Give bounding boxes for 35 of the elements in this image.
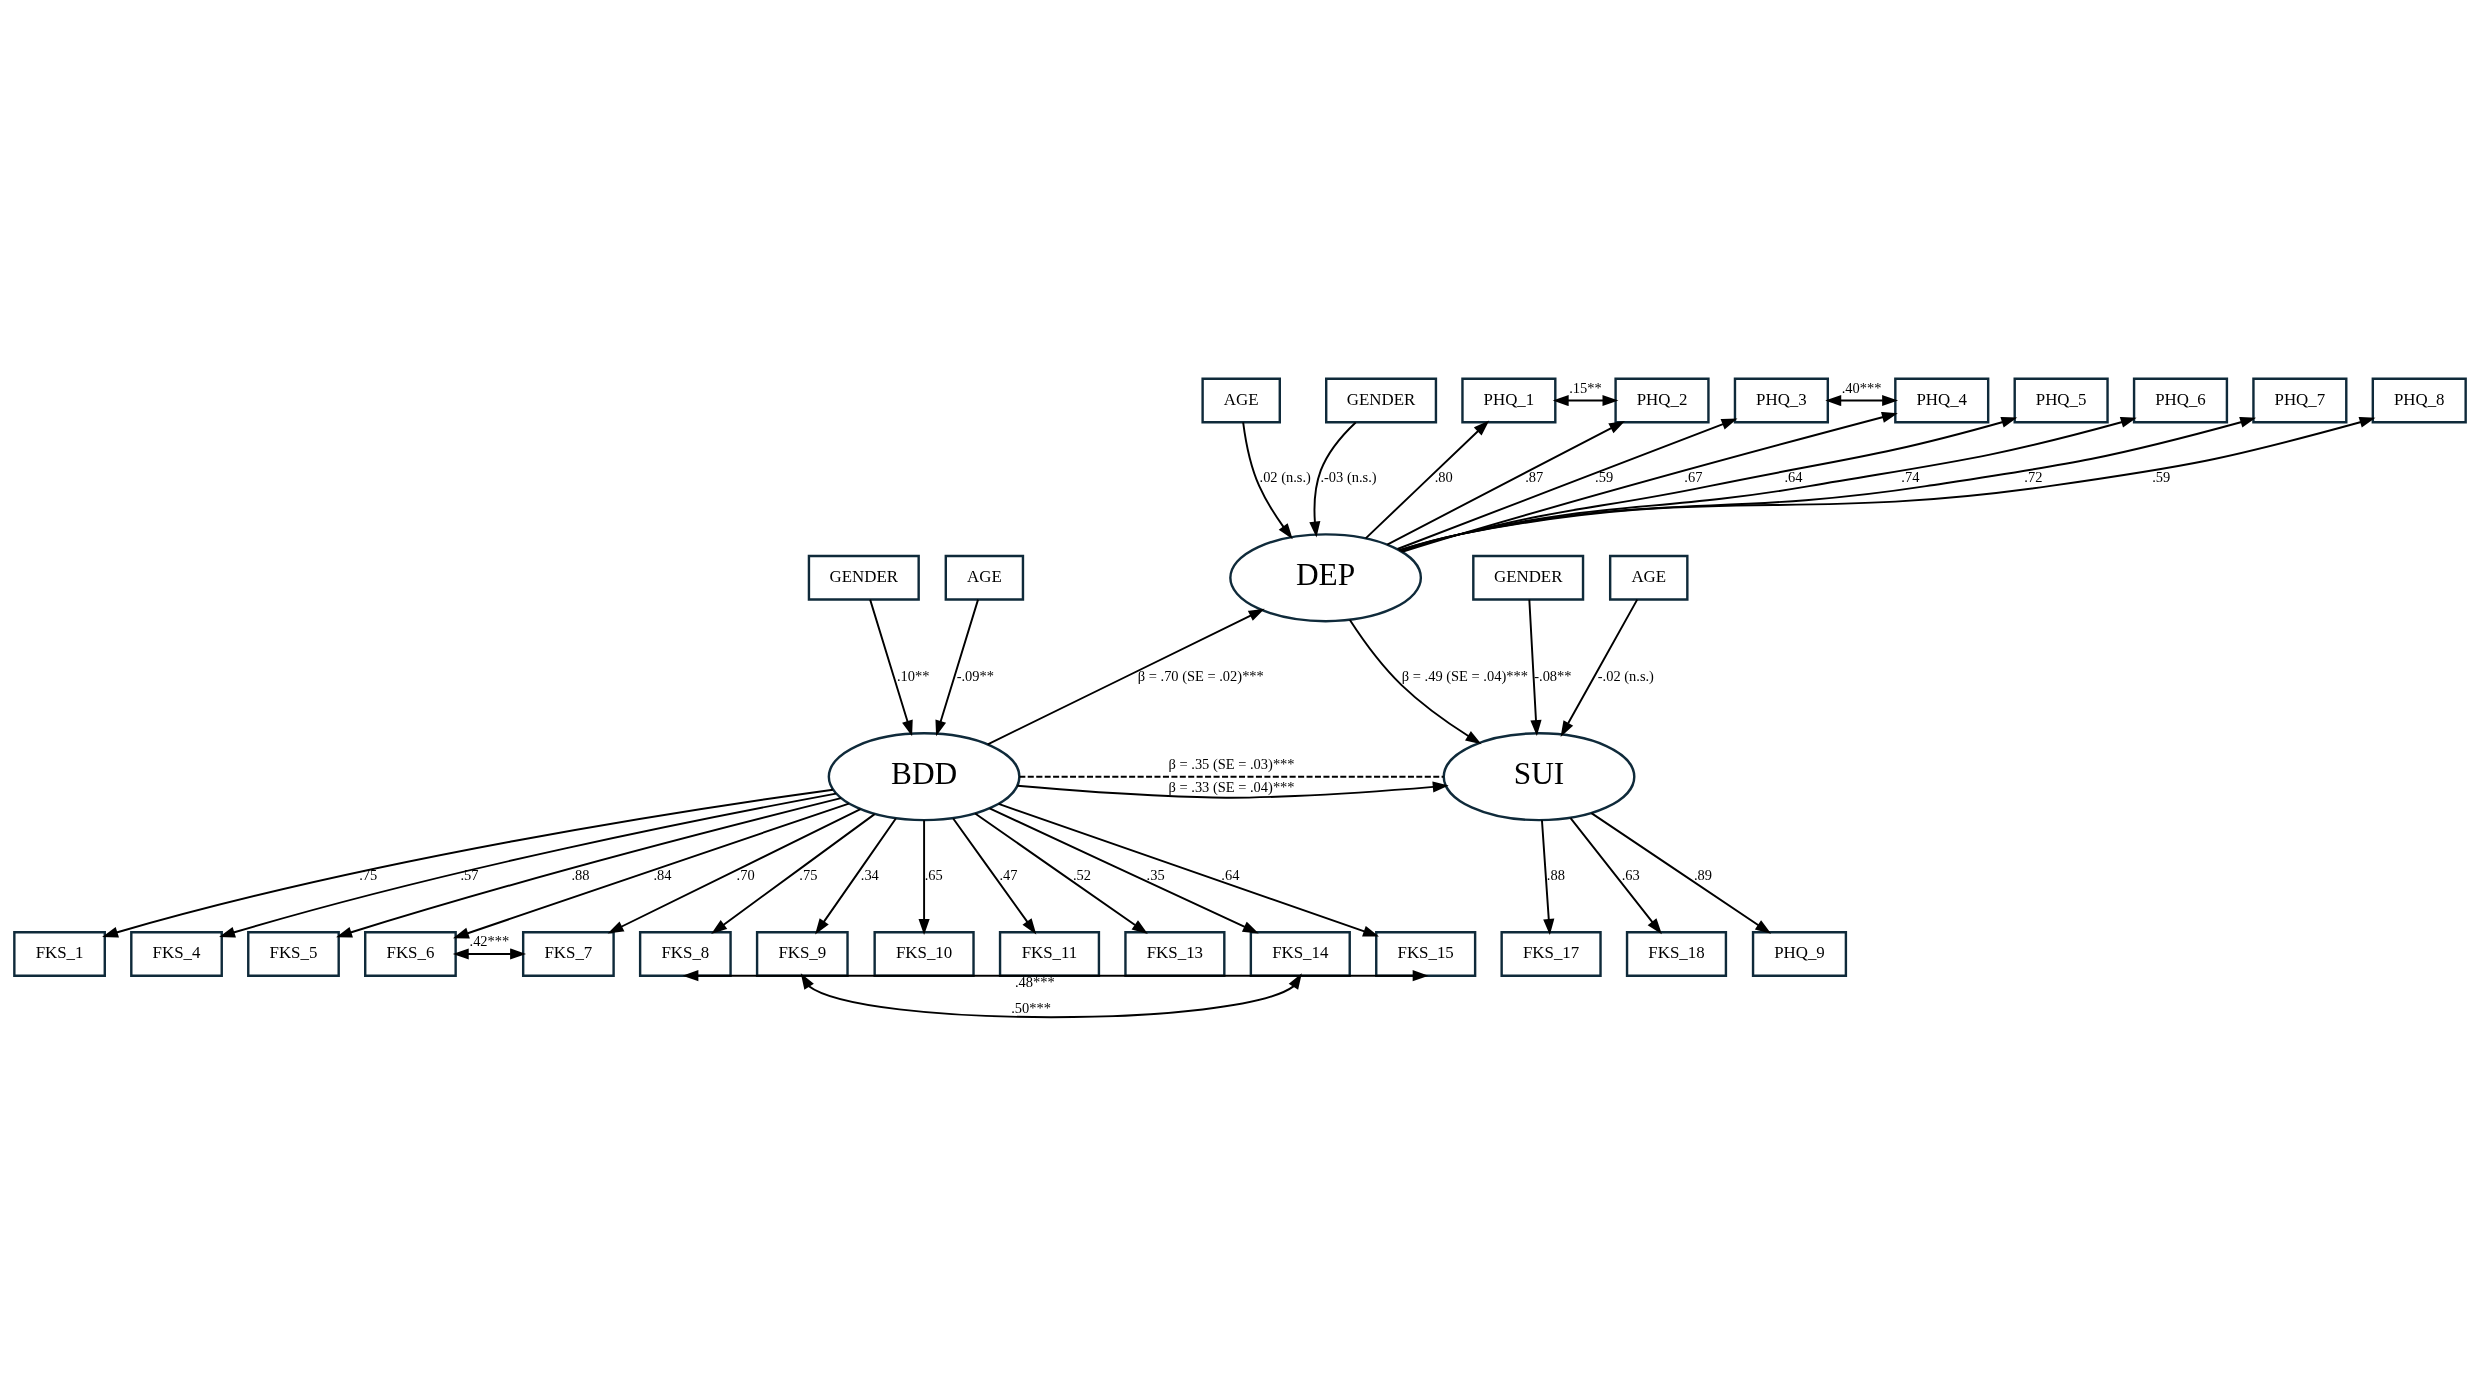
edge-label: β = .35 (SE = .03)***	[1168, 755, 1295, 772]
edge-label: -.08**	[1534, 667, 1572, 684]
edge-label: .50***	[1011, 999, 1051, 1016]
edge-label: β = .33 (SE = .04)***	[1168, 778, 1295, 795]
edge-label: .67	[1684, 468, 1703, 485]
edge-label: β = .70 (SE = .02)***	[1137, 667, 1264, 684]
edge-label: .59	[2152, 468, 2171, 485]
edge-label: .47	[999, 866, 1018, 883]
edge-label: -.02 (n.s.)	[1597, 667, 1654, 684]
edge-label: .88	[571, 866, 590, 883]
edge-label: .34	[860, 866, 879, 883]
edge-label: .10**	[896, 667, 930, 684]
edge-label: .-03 (n.s.)	[1320, 468, 1377, 485]
edge-label: -.09**	[956, 667, 995, 684]
edge-label: .59	[1595, 468, 1614, 485]
edge-label: .75	[799, 866, 818, 883]
edge-label: .84	[653, 866, 672, 883]
edge-label: .15**	[1569, 379, 1602, 396]
edge-label: β = .49 (SE = .04)***	[1401, 667, 1528, 684]
edge-label: .65	[924, 866, 943, 883]
edge-label: .63	[1621, 866, 1640, 883]
edge-label: .40***	[1841, 379, 1882, 396]
edge-label: .88	[1546, 866, 1565, 883]
edge-label: .89	[1693, 866, 1713, 883]
edge-label: .64	[1221, 866, 1240, 883]
edge-label: .74	[1901, 468, 1920, 485]
edge-label: .42***	[469, 932, 510, 949]
edge-label: .52	[1073, 866, 1092, 883]
edge-label: .87	[1525, 468, 1544, 485]
edge-label: .02 (n.s.)	[1259, 468, 1311, 485]
edge-label: .70	[736, 866, 755, 883]
edge-label: .35	[1146, 866, 1165, 883]
edge-label: .80	[1434, 468, 1453, 485]
edge-label: .64	[1784, 468, 1803, 485]
edge-label: .72	[2024, 468, 2043, 485]
